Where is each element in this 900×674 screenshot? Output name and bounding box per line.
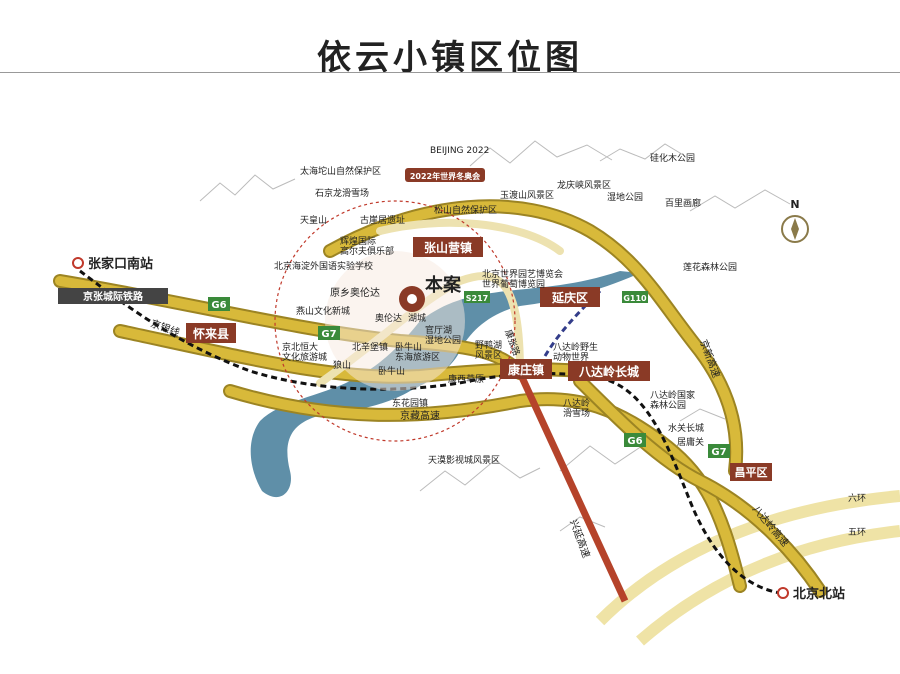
svg-text:太海坨山自然保护区: 太海坨山自然保护区 — [300, 165, 381, 177]
svg-text:北京海淀外国语实验学校: 北京海淀外国语实验学校 — [274, 260, 373, 272]
town-tags: 张山营镇 延庆区 康庄镇 八达岭长城 怀来县 昌平区 — [186, 237, 772, 481]
svg-text:G6: G6 — [627, 436, 642, 447]
svg-text:官厅湖湿地公园: 官厅湖湿地公园 — [425, 324, 461, 346]
svg-text:天漠影视城风景区: 天漠影视城风景区 — [428, 454, 500, 466]
project-label: 本案 — [425, 274, 462, 296]
svg-text:古崖居遗址: 古崖居遗址 — [360, 214, 405, 226]
svg-text:张家口南站: 张家口南站 — [88, 256, 153, 272]
svg-text:北京世界园艺博览会世界葡萄博览园: 北京世界园艺博览会世界葡萄博览园 — [482, 268, 563, 290]
ring-label: 原乡奥伦达 — [330, 286, 380, 299]
svg-text:天皇山: 天皇山 — [300, 214, 327, 226]
svg-text:康西草原: 康西草原 — [448, 373, 484, 385]
svg-text:康庄镇: 康庄镇 — [508, 362, 544, 377]
svg-text:张山营镇: 张山营镇 — [424, 240, 472, 255]
svg-text:八达岭滑雪场: 八达岭滑雪场 — [563, 397, 590, 419]
olympic-banner — [405, 168, 485, 182]
svg-text:五环: 五环 — [848, 527, 866, 538]
olympic-banner-text: 2022年世界冬奥会 — [410, 171, 480, 181]
svg-text:G7: G7 — [711, 447, 726, 458]
svg-text:G110: G110 — [623, 294, 647, 303]
svg-text:燕山文化新城: 燕山文化新城 — [296, 305, 350, 317]
svg-text:水关长城: 水关长城 — [668, 422, 704, 434]
svg-text:湖城: 湖城 — [408, 313, 426, 324]
svg-text:怀来县: 怀来县 — [193, 326, 229, 341]
blue-rail-branch — [543, 289, 602, 357]
olympic-logo: BEIJING 2022 — [430, 146, 489, 156]
svg-text:京张城际铁路: 京张城际铁路 — [83, 290, 144, 303]
place-labels: 太海坨山自然保护区 石京龙滑雪场 天皇山 古崖居遗址 松山自然保护区 玉渡山风景… — [274, 152, 737, 466]
svg-text:百里画廊: 百里画廊 — [665, 197, 701, 209]
project-radius-inner — [325, 251, 465, 391]
svg-text:京藏高速: 京藏高速 — [400, 409, 440, 422]
svg-text:居庸关: 居庸关 — [677, 436, 704, 448]
ring6-road — [595, 490, 900, 626]
svg-text:北辛堡镇: 北辛堡镇 — [352, 341, 388, 353]
svg-text:昌平区: 昌平区 — [735, 466, 768, 479]
svg-text:奥伦达: 奥伦达 — [375, 312, 402, 324]
compass-icon: N — [781, 198, 809, 243]
svg-text:G7: G7 — [321, 329, 336, 340]
svg-text:八达岭野生动物世界: 八达岭野生动物世界 — [553, 341, 598, 363]
svg-text:狼山: 狼山 — [333, 359, 351, 371]
svg-text:湿地公园: 湿地公园 — [607, 191, 643, 203]
svg-text:G6: G6 — [211, 300, 226, 311]
svg-text:卧牛山: 卧牛山 — [378, 365, 405, 377]
svg-text:八达岭长城: 八达岭长城 — [578, 364, 639, 379]
svg-text:八达岭国家森林公园: 八达岭国家森林公园 — [650, 389, 695, 411]
svg-text:北京北站: 北京北站 — [793, 586, 845, 602]
svg-text:S217: S217 — [466, 294, 488, 303]
svg-text:卧牛山东海旅游区: 卧牛山东海旅游区 — [395, 341, 440, 363]
svg-text:京北恒大文化旅游城: 京北恒大文化旅游城 — [282, 341, 327, 363]
map-title: 依云小镇区位图 — [317, 38, 583, 78]
svg-text:硅化木公园: 硅化木公园 — [650, 152, 695, 164]
xingyan-expressway — [516, 371, 629, 603]
svg-text:松山自然保护区: 松山自然保护区 — [434, 204, 497, 216]
svg-text:石京龙滑雪场: 石京龙滑雪场 — [315, 187, 369, 199]
svg-text:延庆区: 延庆区 — [551, 290, 588, 305]
map-canvas[interactable]: 本案 原乡奥伦达 BEIJING 2022 2022年世界冬奥会 张山营镇 延庆… — [0, 72, 900, 674]
svg-text:N: N — [790, 198, 799, 211]
project-radius-ring — [274, 200, 516, 442]
road-shields: G6 G7 S217 G110 G6 G7 — [208, 291, 730, 458]
svg-text:辉煌国际高尔夫俱乐部: 辉煌国际高尔夫俱乐部 — [340, 235, 394, 257]
svg-text:莲花森林公园: 莲花森林公园 — [683, 261, 737, 273]
stations: 张家口南站 京张城际铁路 北京北站 — [58, 256, 845, 602]
svg-text:野鸭湖风景区: 野鸭湖风景区 — [475, 339, 502, 361]
svg-text:玉渡山风景区: 玉渡山风景区 — [500, 189, 554, 201]
svg-text:东花园镇: 东花园镇 — [392, 397, 428, 409]
project-marker-dot — [407, 294, 417, 304]
svg-text:龙庆峡风景区: 龙庆峡风景区 — [557, 179, 611, 191]
svg-text:六环: 六环 — [848, 492, 866, 504]
ring5-road — [636, 525, 900, 646]
